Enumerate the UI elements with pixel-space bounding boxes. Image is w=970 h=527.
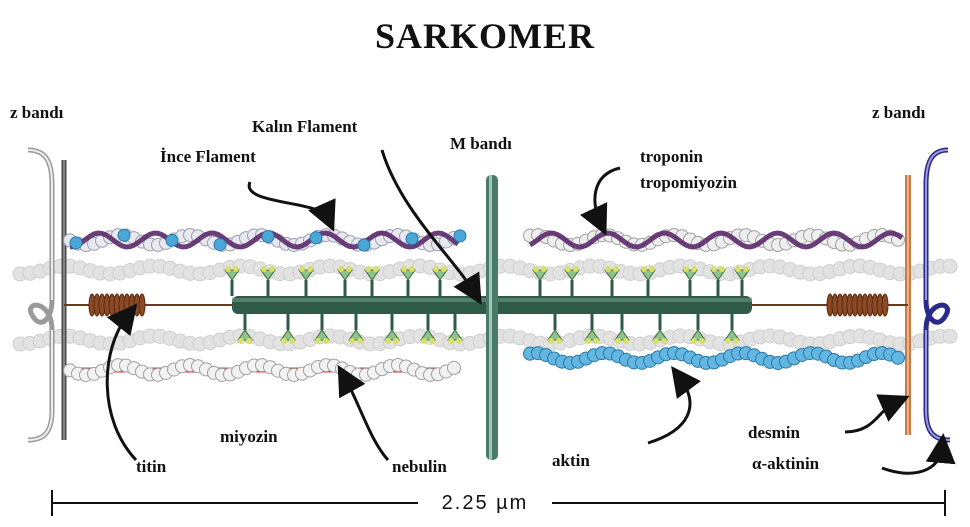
m-band (486, 175, 498, 460)
arrow-troponin (595, 168, 620, 222)
arrow-nebulin (345, 378, 388, 460)
label-thick-filament: Kalın Flament (252, 118, 357, 135)
arrow-desmin (845, 402, 896, 432)
label-troponin: troponin (640, 148, 703, 165)
label-m-band: M bandı (450, 135, 512, 152)
arrow-actin (648, 378, 690, 443)
label-z-band-left: z bandı (10, 104, 63, 121)
label-nebulin: nebulin (392, 458, 447, 475)
label-z-band-right: z bandı (872, 104, 925, 121)
label-alpha-actinin: α-aktinin (752, 455, 819, 472)
label-myosin: miyozin (220, 428, 278, 445)
scale-bar-label: 2.25 µm (418, 493, 552, 513)
arrow-alpha-actinin (882, 448, 942, 473)
label-tropomyosin: tropomiyozin (640, 174, 737, 191)
z-disk-left (28, 150, 64, 440)
label-desmin: desmin (748, 424, 800, 441)
label-actin: aktin (552, 452, 590, 469)
label-titin: titin (136, 458, 166, 475)
arrow-thin-filament (249, 182, 328, 218)
label-thin-filament: İnce Flament (160, 148, 256, 165)
z-disk-right (908, 150, 950, 440)
